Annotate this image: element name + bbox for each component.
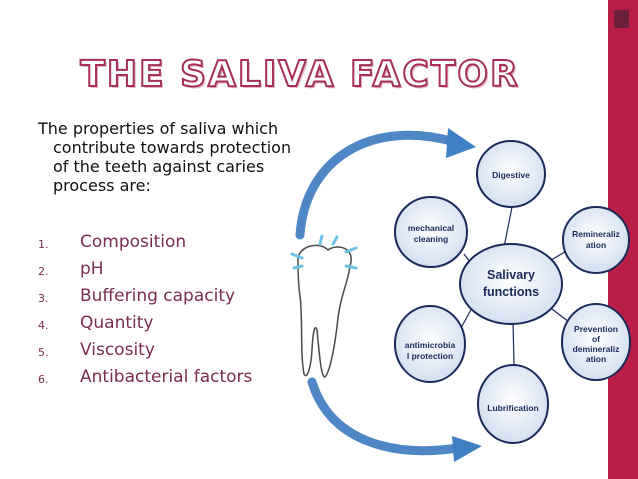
node-label: l protection [407, 351, 453, 361]
node-prevention-of-demineralization [561, 303, 631, 381]
node-label: Digestive [492, 170, 530, 180]
list-item: 4.Quantity [38, 313, 154, 333]
arrow-bottom [307, 377, 482, 462]
node-label: ation [586, 354, 606, 364]
node-digestive [476, 140, 546, 208]
properties-list: 1.Composition 2.pH 3.Buffering capacity … [38, 233, 278, 395]
node-remineralization [562, 206, 630, 274]
node-lubrification [477, 364, 549, 444]
node-label: antimicrobia [405, 340, 456, 350]
node-mechanical-cleaning [394, 196, 468, 268]
list-item: 1.Composition [38, 232, 187, 252]
list-item: 5.Viscosity [38, 340, 155, 360]
node-antimicrobial-protection [394, 305, 466, 383]
accent-square [614, 10, 629, 28]
center-node [459, 243, 563, 325]
center-label-line: Salivary [487, 268, 535, 282]
list-item: 3.Buffering capacity [38, 286, 236, 306]
node-label: mechanical [408, 223, 454, 233]
center-label-line: functions [483, 285, 539, 299]
node-label: ation [586, 240, 606, 250]
node-label: Prevention [574, 324, 618, 334]
node-label: Lubrification [487, 403, 538, 413]
slide-title: THE SALIVA FACTOR [79, 53, 520, 96]
node-label: cleaning [414, 234, 448, 244]
intro-text: The properties of saliva which contribut… [38, 119, 292, 195]
arrow-top [295, 128, 476, 240]
list-item: 2.pH [38, 259, 104, 279]
node-label: of [592, 334, 600, 344]
list-item: 6.Antibacterial factors [38, 367, 253, 387]
node-label: Remineraliz [572, 229, 620, 239]
tooth-icon [290, 234, 358, 378]
node-label: demineraliz [573, 344, 620, 354]
